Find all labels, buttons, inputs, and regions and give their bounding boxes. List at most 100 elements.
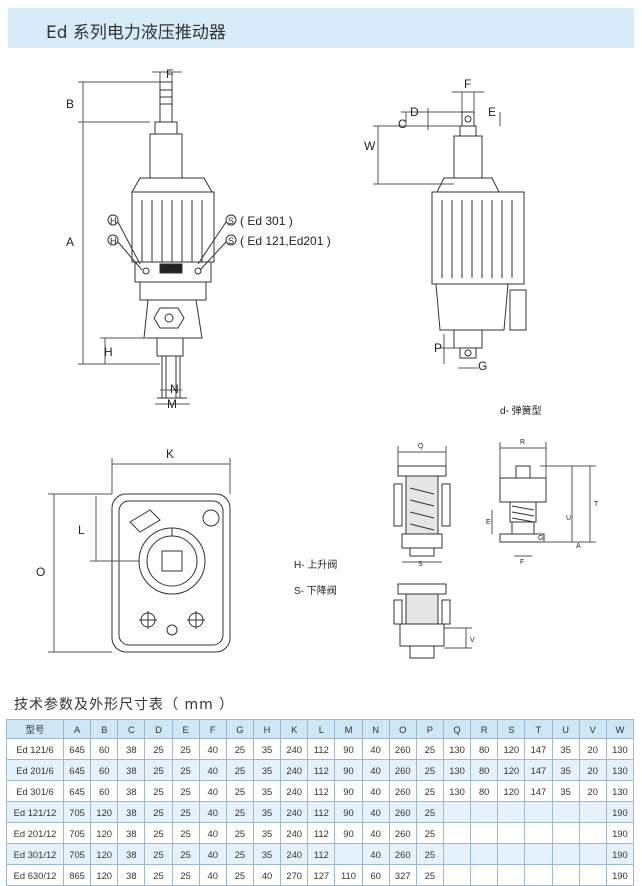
table-cell: 35 — [252, 822, 282, 844]
table-cell: 40 — [361, 759, 390, 781]
spring-detail-view — [393, 446, 472, 659]
dim-label-c: C — [398, 117, 407, 131]
table-cell: 260 — [388, 801, 417, 823]
table-cell: 60 — [361, 864, 390, 886]
model-cell: Ed 201/6 — [6, 759, 64, 781]
dim-label-l: L — [78, 523, 85, 537]
column-header: V — [578, 719, 607, 739]
table-cell: 25 — [171, 759, 200, 781]
table-cell: 25 — [415, 864, 444, 886]
table-cell: 120 — [497, 759, 526, 781]
table-cell: 38 — [117, 759, 146, 781]
detail-label-f: F — [520, 559, 524, 566]
table-cell: 38 — [117, 864, 146, 886]
table-cell: 645 — [62, 738, 92, 760]
table-cell: 240 — [280, 843, 309, 865]
table-cell — [551, 822, 580, 844]
table-cell: 112 — [307, 843, 336, 865]
model-cell: Ed 630/12 — [6, 864, 64, 886]
table-cell — [470, 843, 499, 865]
detail-label-s: S — [418, 561, 423, 568]
table-cell: 90 — [334, 780, 363, 802]
table-cell: 20 — [578, 759, 607, 781]
valve-mark-s-2: S — [228, 236, 234, 246]
column-header: C — [117, 719, 146, 739]
table-cell: 35 — [252, 738, 282, 760]
top-view — [48, 458, 231, 653]
column-header: K — [280, 719, 309, 739]
table-cell: 112 — [307, 801, 336, 823]
table-cell: 40 — [361, 738, 390, 760]
valve-mark-s-1: S — [228, 216, 234, 226]
table-cell: 60 — [90, 738, 119, 760]
legend-down-valve: S- 下降阀 — [294, 584, 337, 597]
model-cell: Ed 121/12 — [6, 801, 64, 823]
table-cell — [334, 843, 363, 865]
table-cell: 40 — [361, 780, 390, 802]
technical-drawing: F B A H N M H H S S ( Ed 301 ) ( Ed 121,… — [0, 52, 642, 692]
table-cell: 120 — [90, 864, 119, 886]
column-header: E — [171, 719, 200, 739]
column-header: F — [198, 719, 227, 739]
column-header: P — [415, 719, 444, 739]
table-cell: 112 — [307, 822, 336, 844]
table-cell: 645 — [62, 759, 92, 781]
table-cell: 25 — [225, 843, 254, 865]
table-cell: 60 — [90, 780, 119, 802]
side-view — [373, 91, 527, 369]
column-header: S — [497, 719, 526, 739]
table-cell: 25 — [415, 801, 444, 823]
detail-label-a: A — [576, 543, 581, 550]
table-cell: 147 — [524, 759, 553, 781]
table-cell: 25 — [171, 822, 200, 844]
legend-spring-type: d- 弹簧型 — [500, 404, 542, 417]
table-cell: 190 — [605, 864, 635, 886]
column-header: M — [334, 719, 363, 739]
table-cell: 25 — [415, 822, 444, 844]
dim-label-g: G — [478, 359, 487, 373]
table-cell: 35 — [252, 843, 282, 865]
table-cell: 645 — [62, 780, 92, 802]
table-cell: 130 — [442, 780, 472, 802]
column-header: G — [225, 719, 254, 739]
detail-label-e: E — [486, 519, 491, 526]
table-cell — [524, 843, 553, 865]
detail-label-g: G — [538, 535, 543, 542]
table-cell — [442, 822, 472, 844]
dim-label-o: O — [36, 565, 45, 579]
table-cell: 25 — [171, 843, 200, 865]
valve-mark-h-2: H — [110, 236, 117, 246]
table-cell: 25 — [171, 864, 200, 886]
table-cell: 260 — [388, 843, 417, 865]
table-cell: 25 — [144, 759, 173, 781]
table-cell: 120 — [497, 738, 526, 760]
table-cell: 40 — [361, 801, 390, 823]
table-cell: 35 — [551, 780, 580, 802]
table-cell — [442, 864, 472, 886]
spring-type-detail-view — [491, 442, 596, 557]
table-cell — [497, 843, 526, 865]
table-cell: 60 — [90, 759, 119, 781]
column-header: L — [307, 719, 336, 739]
table-cell: 25 — [225, 759, 254, 781]
table-cell — [551, 864, 580, 886]
table-cell: 190 — [605, 822, 635, 844]
detail-label-q: Q — [418, 443, 424, 450]
column-header: W — [605, 719, 635, 739]
table-cell: 80 — [470, 738, 499, 760]
table-cell: 25 — [144, 843, 173, 865]
dim-label-d: D — [410, 105, 419, 119]
table-cell: 705 — [62, 843, 92, 865]
column-header: D — [144, 719, 173, 739]
column-header: Q — [442, 719, 472, 739]
column-header: R — [470, 719, 499, 739]
table-cell — [497, 801, 526, 823]
table-cell: 38 — [117, 843, 146, 865]
column-header: N — [361, 719, 390, 739]
front-view — [78, 71, 237, 405]
